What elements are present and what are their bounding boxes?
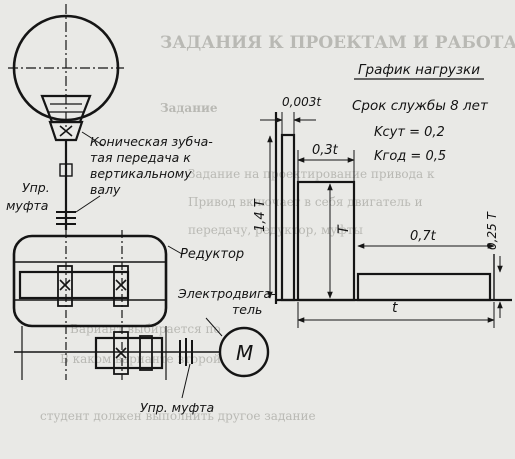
bevel-gear-pair — [40, 94, 92, 142]
motor-label-line-1: Электродвига- — [177, 286, 276, 301]
load-step-low — [356, 272, 492, 302]
drive-schematic: М Коническая зубча- тая передача к верти… — [6, 4, 280, 415]
dim-start-label: 0,003t — [282, 95, 322, 109]
background-line-2: Привод включает в себя двигатель и — [188, 195, 423, 209]
gear-lower-1 — [113, 331, 129, 375]
bevel-gear-label-line-1: Коническая зубча- — [90, 134, 213, 149]
dim-low-torque-label: 0,25 T — [485, 210, 499, 250]
background-heading: ЗАДАНИЯ К ПРОЕКТАМ И РАБОТАМ — [160, 33, 515, 53]
bevel-gear-label-line-3: вертикальному — [90, 166, 192, 181]
background-line-6: студент должен выполнить другое задание — [40, 409, 316, 423]
gear-upper-1 — [57, 265, 73, 307]
bevel-gear-label: Коническая зубча- тая передача к вертика… — [90, 134, 217, 197]
motor-label-line-2: тель — [232, 302, 262, 317]
dim-peak-torque-label: 1,4 T — [253, 198, 268, 232]
coupling-bottom — [179, 338, 193, 399]
chart-k-day: Kсут = 0,2 — [374, 125, 445, 140]
gear-upper-2 — [113, 265, 129, 307]
gearbox-housing — [12, 234, 168, 328]
chart-service-life: Срок службы 8 лет — [352, 98, 489, 114]
gear-lower-2 — [139, 335, 153, 371]
chart-title: График нагрузки — [358, 62, 480, 78]
coupling-bottom-label: Упр. муфта — [140, 400, 214, 415]
gear-cross-marks-lower — [115, 347, 127, 359]
dim-low-duration-label: 0,7t — [410, 229, 437, 244]
dim-total-label: t — [392, 300, 398, 316]
dim-nominal-torque-label: T — [336, 224, 352, 234]
shaft-bearing-1 — [59, 163, 73, 177]
coupling-top-label-line-1: Упр. — [22, 180, 50, 195]
motor-symbol: М — [236, 341, 253, 365]
bevel-gear-label-line-4: валу — [90, 182, 121, 197]
load-step-nominal — [296, 180, 356, 302]
motor-leader — [205, 317, 223, 337]
gear-stage-upper — [18, 270, 130, 300]
background-line-4: Вариант выбирается по — [70, 322, 221, 336]
gearbox-leader — [167, 245, 183, 255]
bevel-gear-leader — [81, 131, 105, 147]
dim-peak-duration-label: 0,3t — [312, 143, 339, 158]
coupling-top-label-line-2: муфта — [6, 198, 48, 213]
motor-label: Электродвига- тель — [177, 286, 280, 317]
load-step-peak — [280, 133, 296, 302]
gear-cross-marks-upper — [59, 279, 127, 291]
load-chart: График нагрузки Срок службы 8 лет Kсут =… — [253, 62, 512, 328]
gear-stage-lower — [94, 336, 164, 370]
chart-k-year: Kгод = 0,5 — [374, 149, 446, 164]
bevel-gear-label-line-2: тая передача к — [90, 150, 191, 165]
coupling-top-label: Упр. муфта — [6, 180, 54, 213]
gearbox-label: Редуктор — [180, 247, 244, 262]
background-subheading: Задание — [160, 101, 218, 115]
coupling-top — [56, 195, 101, 225]
background-line-1: Задание на проектирование привода к — [188, 167, 435, 181]
